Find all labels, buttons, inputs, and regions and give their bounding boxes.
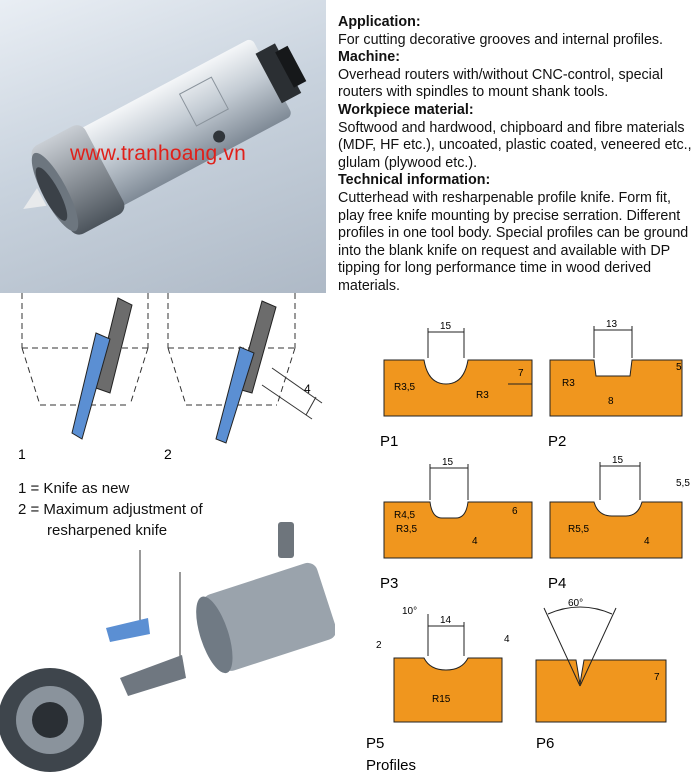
p2-offset: 8 [608,396,614,407]
p4-width: 15 [612,455,624,466]
profiles-caption: Profiles [366,757,416,774]
label-p4: P4 [548,575,566,592]
label-p1: P1 [380,433,398,450]
label-p2: P2 [548,433,566,450]
info-block: Application: For cutting decorative groo… [338,14,700,296]
application-heading: Application: [338,14,421,30]
p1-depth: 7 [518,368,524,379]
p4-r1: R5,5 [568,524,590,535]
watermark: www.tranhoang.vn [70,142,246,165]
knife-label-2: 2 [164,446,172,462]
p2-width: 13 [606,319,618,330]
profile-p4-shape [549,501,683,559]
knife-label-1: 1 [18,446,26,462]
p5-top: 2 [376,640,382,651]
technical-text: Cutterhead with resharpenable profile kn… [338,189,689,294]
p3-width: 15 [442,457,454,468]
p5-width: 14 [440,615,452,626]
p4-depth: 5,5 [676,478,690,489]
p3-r2: R3,5 [396,524,418,535]
p5-angle: 10° [402,606,417,617]
p1-r1: R3,5 [394,382,416,393]
p3-depth: 6 [512,506,518,517]
application-text: For cutting decorative grooves and inter… [338,31,664,48]
label-p5: P5 [366,735,384,752]
profile-p1-shape [383,359,533,417]
cutterhead-image [23,39,307,235]
workpiece-text: Softwood and hardwood, chipboard and fib… [338,119,692,171]
label-p3: P3 [380,575,398,592]
p1-r2: R3 [476,390,489,401]
p6-depth: 7 [654,672,660,683]
exploded-assembly [0,522,335,772]
p2-r1: R3 [562,378,575,389]
p4-offset: 4 [644,536,650,547]
machine-heading: Machine: [338,49,400,66]
profile-p5-shape [393,657,503,723]
legend-knife-new: 1 = Knife as new [18,480,130,497]
p2-depth: 5 [676,362,682,373]
p1-width: 15 [440,321,452,332]
technical-heading: Technical information: [338,172,491,189]
p3-offset: 4 [472,536,478,547]
legend-max-adjustment: 2 = Maximum adjustment of [18,501,203,518]
profile-p2-shape [549,359,683,417]
p5-depth: 4 [504,634,510,645]
p6-angle: 60° [568,598,583,609]
profiles-chart: 15 7 R3,5 R3 13 5 R3 8 15 6 R4,5 R3,5 4 … [366,319,690,774]
knife-diagrams: 4 1 2 [18,293,323,462]
p5-r1: R15 [432,694,451,705]
machine-text: Overhead routers with/without CNC-contro… [338,66,663,101]
profile-p6-shape [535,659,667,723]
label-p6: P6 [536,735,554,752]
knife-dim-4: 4 [304,382,311,396]
knife-legend: 1 = Knife as new 2 = Maximum adjustment … [18,478,203,541]
legend-max-adjustment-cont: resharpened knife [47,522,168,539]
tool-photo: www.tranhoang.vn [0,0,326,293]
workpiece-heading: Workpiece material: [338,101,474,118]
profile-p3-shape [383,501,533,559]
p3-r1: R4,5 [394,510,416,521]
